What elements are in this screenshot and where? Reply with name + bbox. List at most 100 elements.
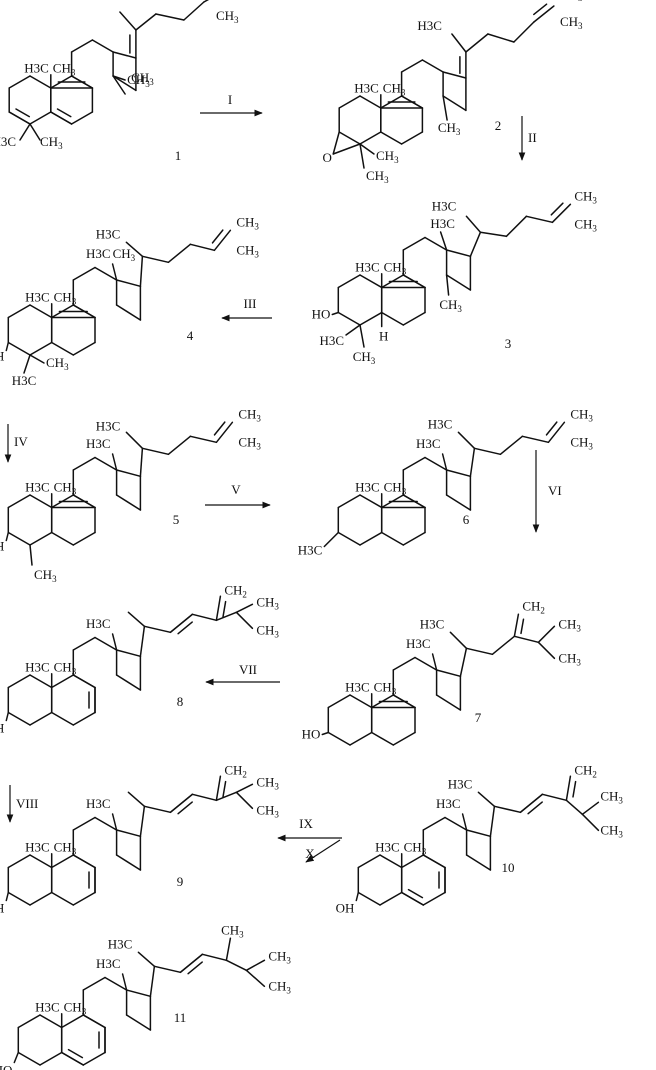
bond [94, 816, 118, 831]
step-label-III: III [244, 296, 257, 311]
atom-label: H3C [355, 479, 380, 494]
bond [445, 274, 450, 296]
atom-label: H3C [416, 436, 441, 451]
bond [337, 531, 361, 546]
atom-label: CH3 [127, 72, 150, 89]
bond [459, 647, 468, 678]
double-bond-line [56, 108, 72, 118]
atom-label: CH3 [570, 406, 593, 423]
compound-number-7: 7 [475, 710, 482, 725]
atom-label: H3C [448, 776, 473, 791]
bond [479, 231, 508, 238]
bond [349, 731, 373, 746]
bond [7, 711, 31, 726]
bond [72, 341, 96, 356]
bond [72, 711, 96, 726]
bond [551, 203, 572, 224]
bond [451, 33, 467, 53]
bond [60, 1014, 85, 1029]
bond [370, 731, 395, 746]
bond [115, 649, 142, 658]
double-bond-line [177, 801, 193, 815]
bond [359, 311, 383, 326]
bond [23, 354, 31, 374]
double-bond-line [222, 780, 227, 798]
atom-label: CH3 [64, 999, 87, 1016]
double-bond-line [177, 621, 193, 635]
bond [215, 611, 238, 622]
atom-label: CH3 [374, 679, 397, 696]
bond [321, 731, 330, 736]
bond [345, 324, 361, 336]
bond [7, 341, 31, 356]
bond [380, 311, 405, 326]
bond [191, 793, 218, 802]
atom-label: CH3 [46, 355, 69, 372]
atom-label: H3C [417, 18, 442, 33]
bond [445, 274, 472, 291]
bond [5, 711, 10, 722]
bond [442, 95, 467, 112]
compound-number-5: 5 [173, 512, 180, 527]
bond [5, 891, 10, 902]
bond [477, 791, 496, 808]
bond [29, 123, 41, 141]
bond [112, 75, 137, 92]
bond [513, 21, 535, 43]
atom-label: OH [0, 721, 4, 736]
compound-number-4: 4 [187, 328, 194, 343]
bond [422, 854, 446, 869]
bond [445, 494, 472, 511]
bond [72, 636, 96, 651]
bond [422, 891, 446, 906]
bond [8, 75, 31, 89]
bond [414, 656, 438, 671]
bond [465, 854, 492, 871]
atom-label: CH3 [238, 406, 261, 423]
atom-label: H3C [345, 679, 370, 694]
atom-label: CH3 [40, 134, 63, 151]
bond [189, 435, 218, 444]
bond [487, 33, 515, 43]
bond [215, 595, 222, 622]
bond [29, 341, 53, 356]
bond [359, 494, 383, 509]
atom-label: CH3 [54, 659, 77, 676]
bond [337, 311, 361, 326]
double-bond-line [211, 229, 224, 244]
step-label-II: II [528, 130, 537, 145]
bond [72, 266, 96, 281]
atom-label: H3C [436, 796, 461, 811]
atom-label: CH3 [53, 60, 76, 77]
bond [60, 1051, 85, 1066]
bond [29, 111, 52, 125]
bond [357, 891, 381, 906]
atom-label: CH3 [600, 788, 623, 805]
atom-label: HO [302, 727, 321, 742]
atom-label: H3C [86, 436, 111, 451]
bond [50, 531, 75, 546]
bond [323, 531, 340, 548]
bond [519, 793, 544, 814]
atom-label: H3C [86, 246, 111, 261]
bond [491, 635, 516, 656]
bond [72, 891, 96, 906]
double-bond-line [213, 421, 226, 436]
bond [469, 231, 482, 258]
bond [50, 674, 75, 689]
bond [225, 937, 232, 962]
bond [143, 805, 172, 814]
bond [50, 854, 75, 869]
bond [424, 456, 448, 471]
bond [29, 854, 53, 869]
bond [525, 215, 554, 224]
bond [489, 805, 496, 838]
bond [7, 854, 31, 869]
bond [50, 891, 75, 906]
bond [121, 973, 128, 991]
bond [431, 653, 438, 671]
bond [337, 494, 361, 509]
atom-label: CH3 [558, 650, 581, 667]
bond [119, 11, 137, 31]
